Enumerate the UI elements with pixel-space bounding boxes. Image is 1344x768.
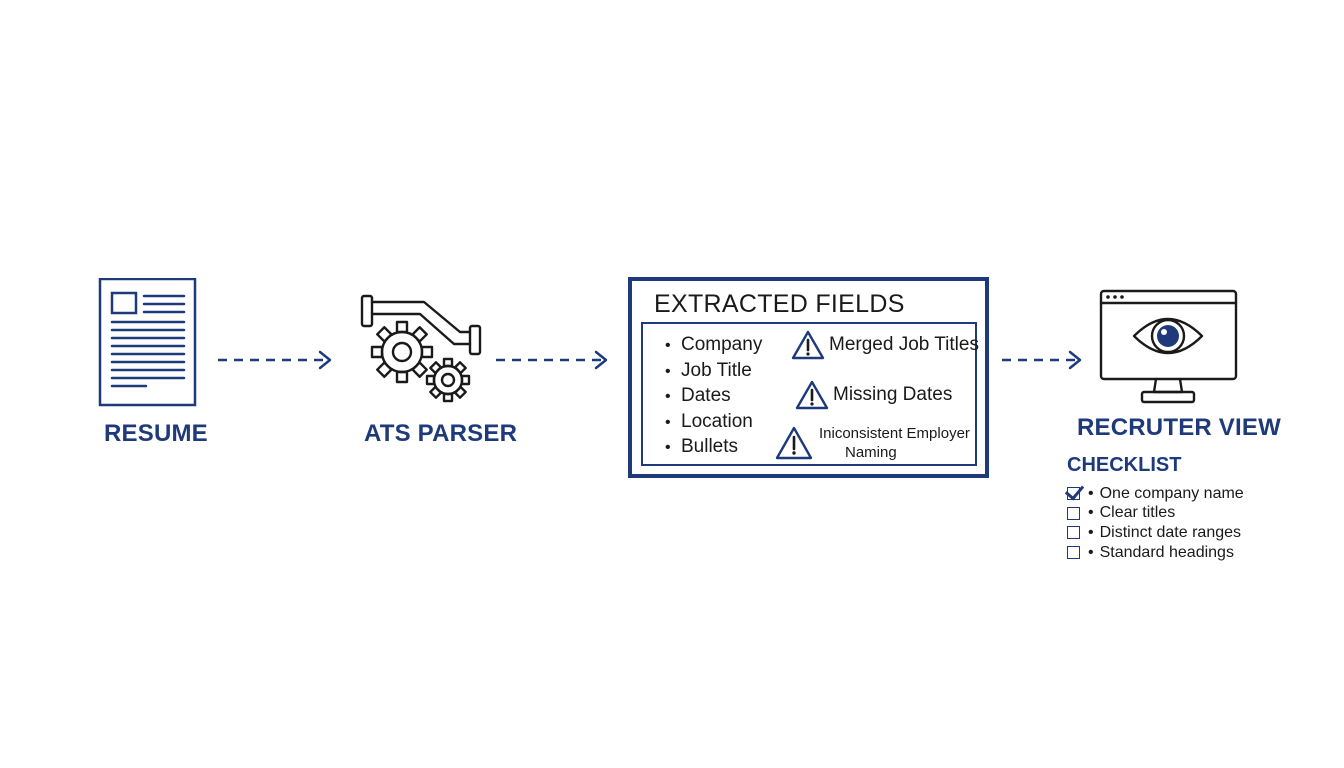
gears-icon [360,294,482,403]
field-list: Company Job Title Dates Location Bullets [665,332,762,460]
list-item: Dates [665,383,762,409]
checkbox-icon [1067,526,1080,540]
monitor-eye-icon [1099,289,1238,404]
checklist-item-label: Distinct date ranges [1099,523,1242,541]
checklist-item-label: Clear titles [1099,504,1176,522]
list-item: Job Title [665,358,762,384]
warning-icon [775,426,813,460]
list-item: Bullets [665,434,762,460]
warning-icon [795,380,829,410]
checkbox-checked-icon [1067,487,1080,501]
checklist-title: CHECKLIST [1067,454,1182,476]
list-item: Company [665,332,762,358]
extracted-fields-panel: EXTRACTED FIELDS Company Job Title Dates… [628,277,989,478]
checklist-item: • Clear titles [1067,504,1244,524]
recruiter-view-label: RECRUTER VIEW [1077,414,1281,441]
checkbox-icon [1067,506,1080,520]
resume-label: RESUME [104,420,208,447]
checklist-item-label: Standard headings [1099,543,1234,561]
arrow-right-icon [218,350,332,370]
arrow-right-icon [1002,350,1082,370]
checklist-item: • Standard headings [1067,543,1244,563]
checklist: • One company name • Clear titles • Dist… [1067,484,1244,562]
warning-missing-dates: Missing Dates [795,380,952,410]
warning-text: Iniconsistent Employer [819,425,970,442]
checklist-item-label: One company name [1099,484,1244,502]
warning-icon [791,330,825,360]
warning-text: Naming [845,444,897,461]
checkbox-icon [1067,546,1080,560]
extracted-fields-box: Company Job Title Dates Location Bullets… [641,322,979,466]
warning-inconsistent-employer: Iniconsistent Employer Naming [775,424,970,462]
arrow-right-icon [496,350,608,370]
document-icon [98,278,197,407]
checklist-item: • Distinct date ranges [1067,523,1244,543]
extracted-fields-title: EXTRACTED FIELDS [654,290,905,318]
list-item: Location [665,409,762,435]
ats-parser-label: ATS PARSER [364,420,518,447]
warning-merged-job-titles: Merged Job Titles [791,330,979,360]
warning-text: Merged Job Titles [829,334,979,355]
warning-text: Missing Dates [833,384,953,405]
checklist-item: • One company name [1067,484,1244,504]
